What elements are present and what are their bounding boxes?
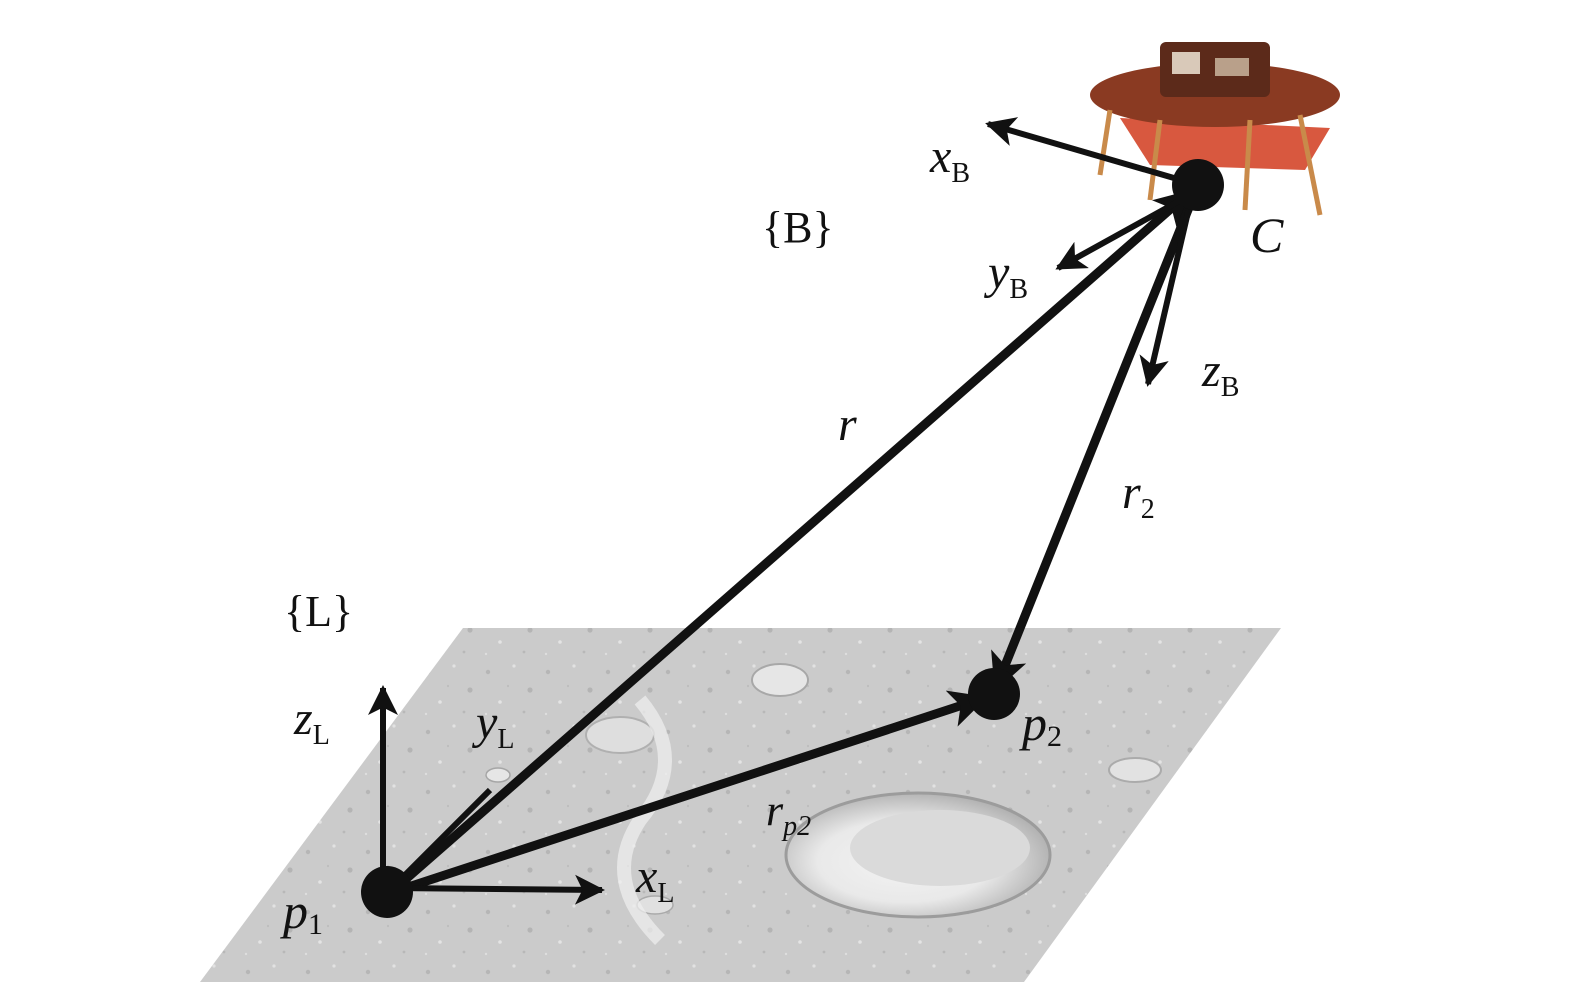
axis-yB bbox=[1055, 192, 1192, 271]
axis-xB bbox=[985, 117, 1199, 188]
lunar-terrain-image bbox=[200, 628, 1281, 982]
axis-label-zL: zL bbox=[293, 692, 330, 751]
terrain-plane bbox=[200, 628, 1281, 982]
lander-equipment bbox=[1172, 52, 1200, 74]
lander-image bbox=[1090, 42, 1340, 216]
lander-leg bbox=[1297, 114, 1323, 216]
point-p1 bbox=[361, 866, 413, 918]
lander-equipment bbox=[1215, 58, 1249, 76]
axis-label-zB: zB bbox=[1201, 344, 1239, 403]
axis-zB bbox=[1139, 194, 1195, 387]
axis-label-xL: xL bbox=[635, 850, 674, 909]
lander-leg bbox=[1242, 119, 1253, 211]
axis-label-yB: yB bbox=[983, 246, 1028, 305]
terrain-crater-inner-shadow bbox=[850, 810, 1030, 886]
vector-label-r: r bbox=[838, 398, 857, 451]
terrain-crater bbox=[485, 767, 511, 783]
frame-label-landing: {L} bbox=[284, 587, 353, 636]
body-frame-axes bbox=[985, 117, 1199, 387]
terrain-crater bbox=[585, 716, 655, 754]
axis-xL bbox=[389, 874, 605, 905]
lander-flame bbox=[1120, 118, 1330, 170]
point-c bbox=[1172, 159, 1224, 211]
terrain-crater bbox=[751, 663, 809, 697]
vector-r bbox=[387, 188, 1193, 897]
terrain-crater bbox=[1108, 757, 1162, 783]
axis-label-yL: yL bbox=[471, 696, 514, 755]
frame-label-body: {B} bbox=[762, 203, 834, 252]
axis-label-xB: xB bbox=[929, 130, 970, 189]
landing-frame-axes bbox=[368, 685, 605, 905]
lander-leg bbox=[1097, 109, 1113, 176]
vector-label-rp2: rp2 bbox=[766, 786, 811, 842]
vector-rp2 bbox=[388, 690, 988, 898]
point-label-p2: p2 bbox=[1019, 695, 1062, 753]
axis-yL bbox=[389, 787, 493, 891]
lander-leg bbox=[1147, 119, 1163, 201]
point-p2 bbox=[968, 668, 1020, 720]
vector-r2 bbox=[991, 183, 1203, 692]
point-label-p1: p1 bbox=[280, 883, 323, 941]
terrain-ridge bbox=[617, 695, 672, 945]
point-label-c: C bbox=[1250, 207, 1284, 263]
vector-label-r2: r2 bbox=[1122, 466, 1155, 525]
